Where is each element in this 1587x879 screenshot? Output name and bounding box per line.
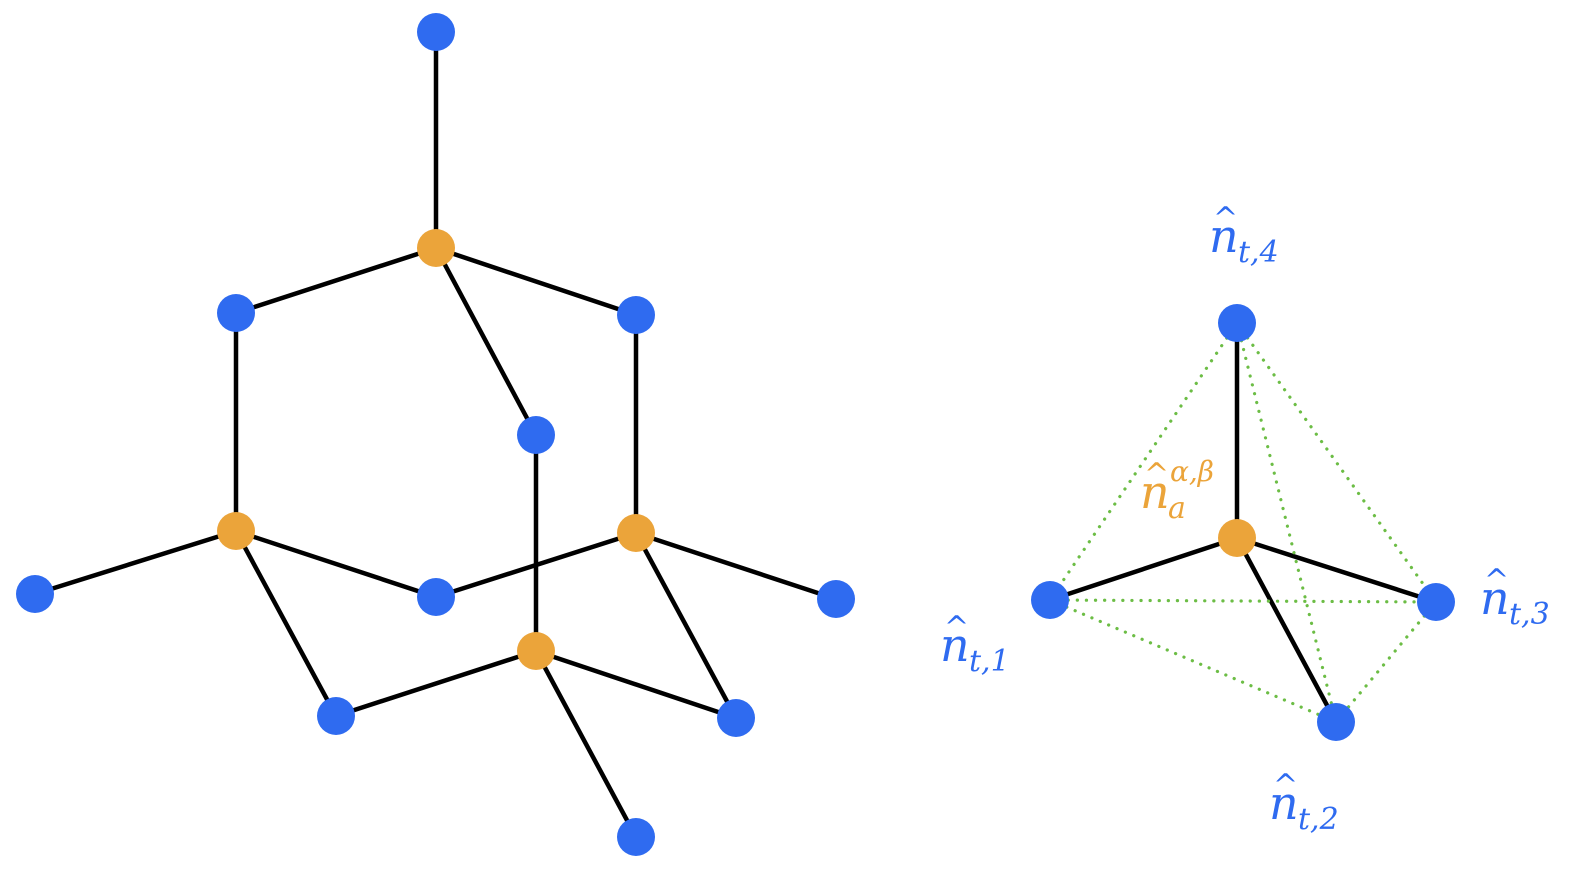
right-tetrahedron: n ^ t,4 n ^ t,3 n ^ t,1 n ^ t,2 n ^ a α,… <box>940 201 1550 837</box>
left-lattice <box>16 13 855 856</box>
bond <box>333 648 539 719</box>
t-site <box>417 578 455 616</box>
bond <box>633 530 739 721</box>
label-sub: t,4 <box>1238 235 1279 270</box>
bond <box>1234 535 1439 605</box>
tetrahedron-edge <box>1048 598 1438 604</box>
tetrahedron-edge <box>1048 598 1338 724</box>
a-site <box>217 512 255 550</box>
label-sup: α,β <box>1170 455 1214 488</box>
label-base: n <box>1480 571 1510 625</box>
a-site <box>517 632 555 670</box>
label-base: n <box>940 618 970 672</box>
tetrahedron-edge <box>1235 321 1438 604</box>
lattice-a-sites <box>217 229 655 670</box>
t-site-1 <box>1031 581 1069 619</box>
bond <box>433 245 639 318</box>
t-site <box>517 416 555 454</box>
tetrahedron-edge <box>1235 321 1338 724</box>
hat-icon: ^ <box>1144 457 1169 492</box>
t-site <box>717 699 755 737</box>
bond <box>633 530 839 602</box>
bond <box>32 528 239 597</box>
label-sub: t,2 <box>1298 802 1339 837</box>
t-site-3 <box>1417 583 1455 621</box>
label-n-t3: n ^ t,3 <box>1480 563 1550 632</box>
hat-icon: ^ <box>1484 563 1509 598</box>
label-sub: t,1 <box>969 644 1010 679</box>
bond <box>433 245 539 438</box>
hat-icon: ^ <box>1273 768 1298 803</box>
label-base: n <box>1140 465 1170 519</box>
hat-icon: ^ <box>1213 201 1238 236</box>
label-base: n <box>1269 776 1299 830</box>
bond <box>233 245 439 316</box>
t-site <box>417 13 455 51</box>
label-n-a: n ^ a α,β <box>1140 455 1214 526</box>
lattice-bonds <box>32 29 839 840</box>
tetrahedron-edge <box>1048 321 1239 602</box>
lattice-t-sites <box>16 13 855 856</box>
tetrahedron-sites <box>1031 304 1455 741</box>
t-site <box>217 294 255 332</box>
a-site-center <box>1218 519 1256 557</box>
label-n-t4: n ^ t,4 <box>1209 201 1279 270</box>
tetrahedron-dotted-edges <box>1048 321 1438 724</box>
hat-icon: ^ <box>944 610 969 645</box>
t-site-4 <box>1218 304 1256 342</box>
t-site <box>617 818 655 856</box>
bond <box>1234 535 1339 725</box>
t-site <box>16 575 54 613</box>
t-site <box>317 697 355 735</box>
label-base: n <box>1209 209 1239 263</box>
t-site <box>817 580 855 618</box>
label-n-t2: n ^ t,2 <box>1269 768 1339 837</box>
label-n-t1: n ^ t,1 <box>940 610 1010 679</box>
a-site <box>617 514 655 552</box>
bond <box>233 528 439 600</box>
bond <box>233 528 339 719</box>
t-site <box>617 296 655 334</box>
t-site-2 <box>1317 703 1355 741</box>
tetrahedron-bonds <box>1047 320 1439 725</box>
a-site <box>417 229 455 267</box>
label-sub: a <box>1168 491 1186 526</box>
bond <box>533 648 739 721</box>
bond <box>533 648 639 840</box>
tetrahedron-edge <box>1334 600 1438 724</box>
label-sub: t,3 <box>1509 597 1550 632</box>
bond <box>1047 535 1240 603</box>
